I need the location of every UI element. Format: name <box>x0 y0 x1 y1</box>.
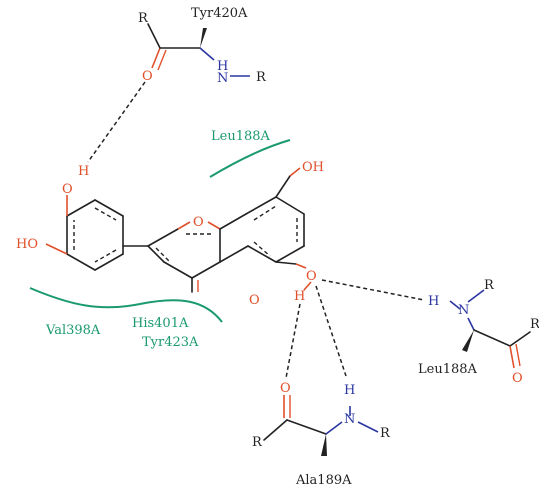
ala189-cr-label: R <box>252 435 263 450</box>
ala189-residue <box>263 395 379 456</box>
b-ring-oh4-bond <box>45 243 68 255</box>
ala189-o-label: O <box>280 381 291 396</box>
ligand-oh5-o-label: O <box>306 269 317 284</box>
hbond-h-ala189-o <box>285 303 301 379</box>
leu188-h-label: H <box>428 294 439 309</box>
a-ring-oh5-bond <box>275 261 297 265</box>
leu188-hydrophobic-label: Leu188A <box>211 129 271 144</box>
ligand-oh5-h-label: H <box>294 289 305 304</box>
hydrophobic-arc-leu188 <box>209 139 291 178</box>
ligand-oh3-h-label: H <box>78 164 89 179</box>
ligand-carbonyl-o-label: O <box>249 293 260 308</box>
ala189-nr-label: R <box>380 426 391 441</box>
ligand-c-ring <box>147 221 221 279</box>
ala189-n-label: N <box>344 412 355 427</box>
ala189-h-label: H <box>344 383 355 398</box>
a-ring-oh7-bond <box>275 175 291 198</box>
tyr420-n-label: N <box>217 71 228 86</box>
ligand-oh3-o-label: O <box>62 182 73 197</box>
o5-h-bond <box>303 281 312 291</box>
hbond-o5-leu188-h <box>321 279 425 301</box>
hbond-o5-ala189-h <box>315 285 347 377</box>
ligand-a-ring <box>219 196 305 263</box>
tyr420-o-label: O <box>142 69 153 84</box>
tyr420-r-label: R <box>138 11 149 26</box>
tyr420-label: Tyr420A <box>191 6 248 21</box>
ligand-oh7-label: OH <box>302 160 324 175</box>
hbond-tyr420-o <box>87 81 146 163</box>
his401-label: His401A <box>132 316 189 331</box>
val398-label: Val398A <box>45 323 101 338</box>
a-ring-oh7-o-bond <box>289 167 301 177</box>
ligand-oh4-label: HO <box>16 237 38 252</box>
leu188-backbone-label: Leu188A <box>418 362 478 377</box>
leu188-nr-label: R <box>484 278 495 293</box>
leu188-backbone-residue <box>449 289 531 369</box>
leu188-n-label: N <box>458 303 469 318</box>
ligand-b-ring <box>66 199 124 271</box>
leu188-o-label: O <box>512 371 523 386</box>
tyr420-h-label: H <box>217 59 228 74</box>
tyr420-nr-label: R <box>256 70 267 85</box>
hydrophobic-arc-val398-his401 <box>29 287 223 323</box>
ligand-ring-o-label: O <box>193 215 204 230</box>
leu188-cr-label: R <box>530 317 539 332</box>
tyr423-label: Tyr423A <box>142 335 199 350</box>
a-ring-oh5-o-bond <box>295 263 307 269</box>
tyr420-residue <box>147 23 250 77</box>
ala189-label: Ala189A <box>295 473 352 488</box>
